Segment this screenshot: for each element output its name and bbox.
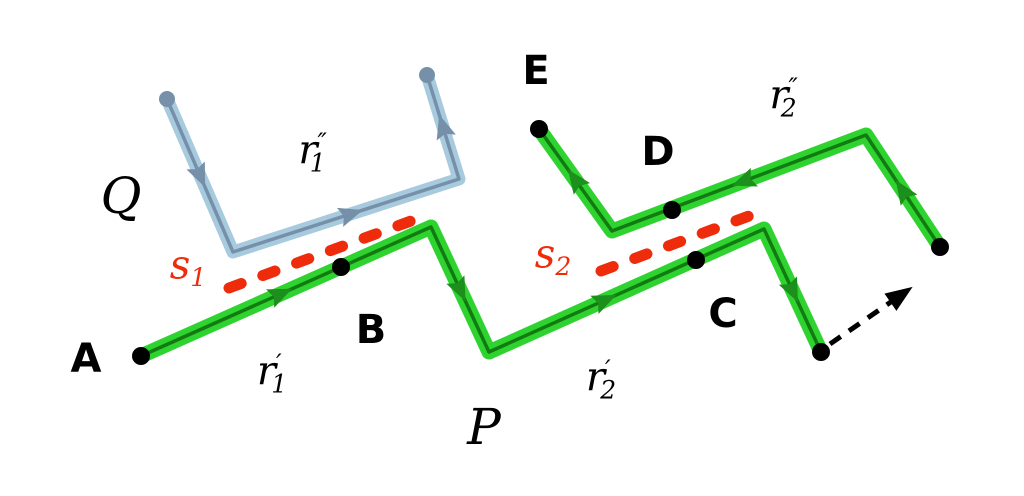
point-dot — [332, 258, 350, 276]
curve-Q-end-dot — [419, 67, 435, 83]
label-point-E: E — [522, 48, 550, 94]
direction-arrow — [446, 275, 466, 302]
dashed-segment-s2 — [595, 207, 763, 277]
point-dot — [663, 201, 681, 219]
label-point-A: A — [70, 336, 102, 382]
dashed-connector-arrowhead — [884, 286, 913, 311]
direction-arrow — [778, 276, 798, 303]
label-point-C: C — [708, 291, 738, 337]
label-P: P — [467, 398, 501, 456]
point-dot — [812, 343, 830, 361]
label-point-D: D — [641, 129, 675, 175]
dashed-connector-line — [828, 295, 900, 347]
dashed-segment-s1 — [223, 212, 425, 294]
label-point-B: B — [355, 307, 387, 353]
direction-arrow — [731, 167, 758, 187]
label-r2-doubleprime: r″2 — [769, 72, 798, 122]
direction-arrow — [567, 169, 591, 195]
direction-arrow — [186, 161, 206, 188]
point-dot — [132, 347, 150, 365]
direction-arrow — [436, 114, 456, 141]
point-dot — [687, 251, 705, 269]
direction-arrow — [336, 207, 363, 227]
label-Q: Q — [100, 167, 142, 225]
curve-P-upper — [531, 121, 948, 255]
direction-arrow — [266, 288, 293, 308]
label-s2: s2 — [534, 231, 572, 281]
point-dot — [530, 120, 548, 138]
label-s1: s1 — [169, 242, 207, 292]
direction-arrow — [895, 180, 918, 206]
label-r1-prime: r′1 — [256, 348, 288, 398]
point-dot — [931, 238, 949, 256]
direction-arrow — [590, 295, 617, 314]
label-r2-prime: r′2 — [585, 354, 617, 404]
label-r1-doubleprime: r″1 — [298, 127, 327, 177]
curve-Q-end-dot — [159, 91, 175, 107]
